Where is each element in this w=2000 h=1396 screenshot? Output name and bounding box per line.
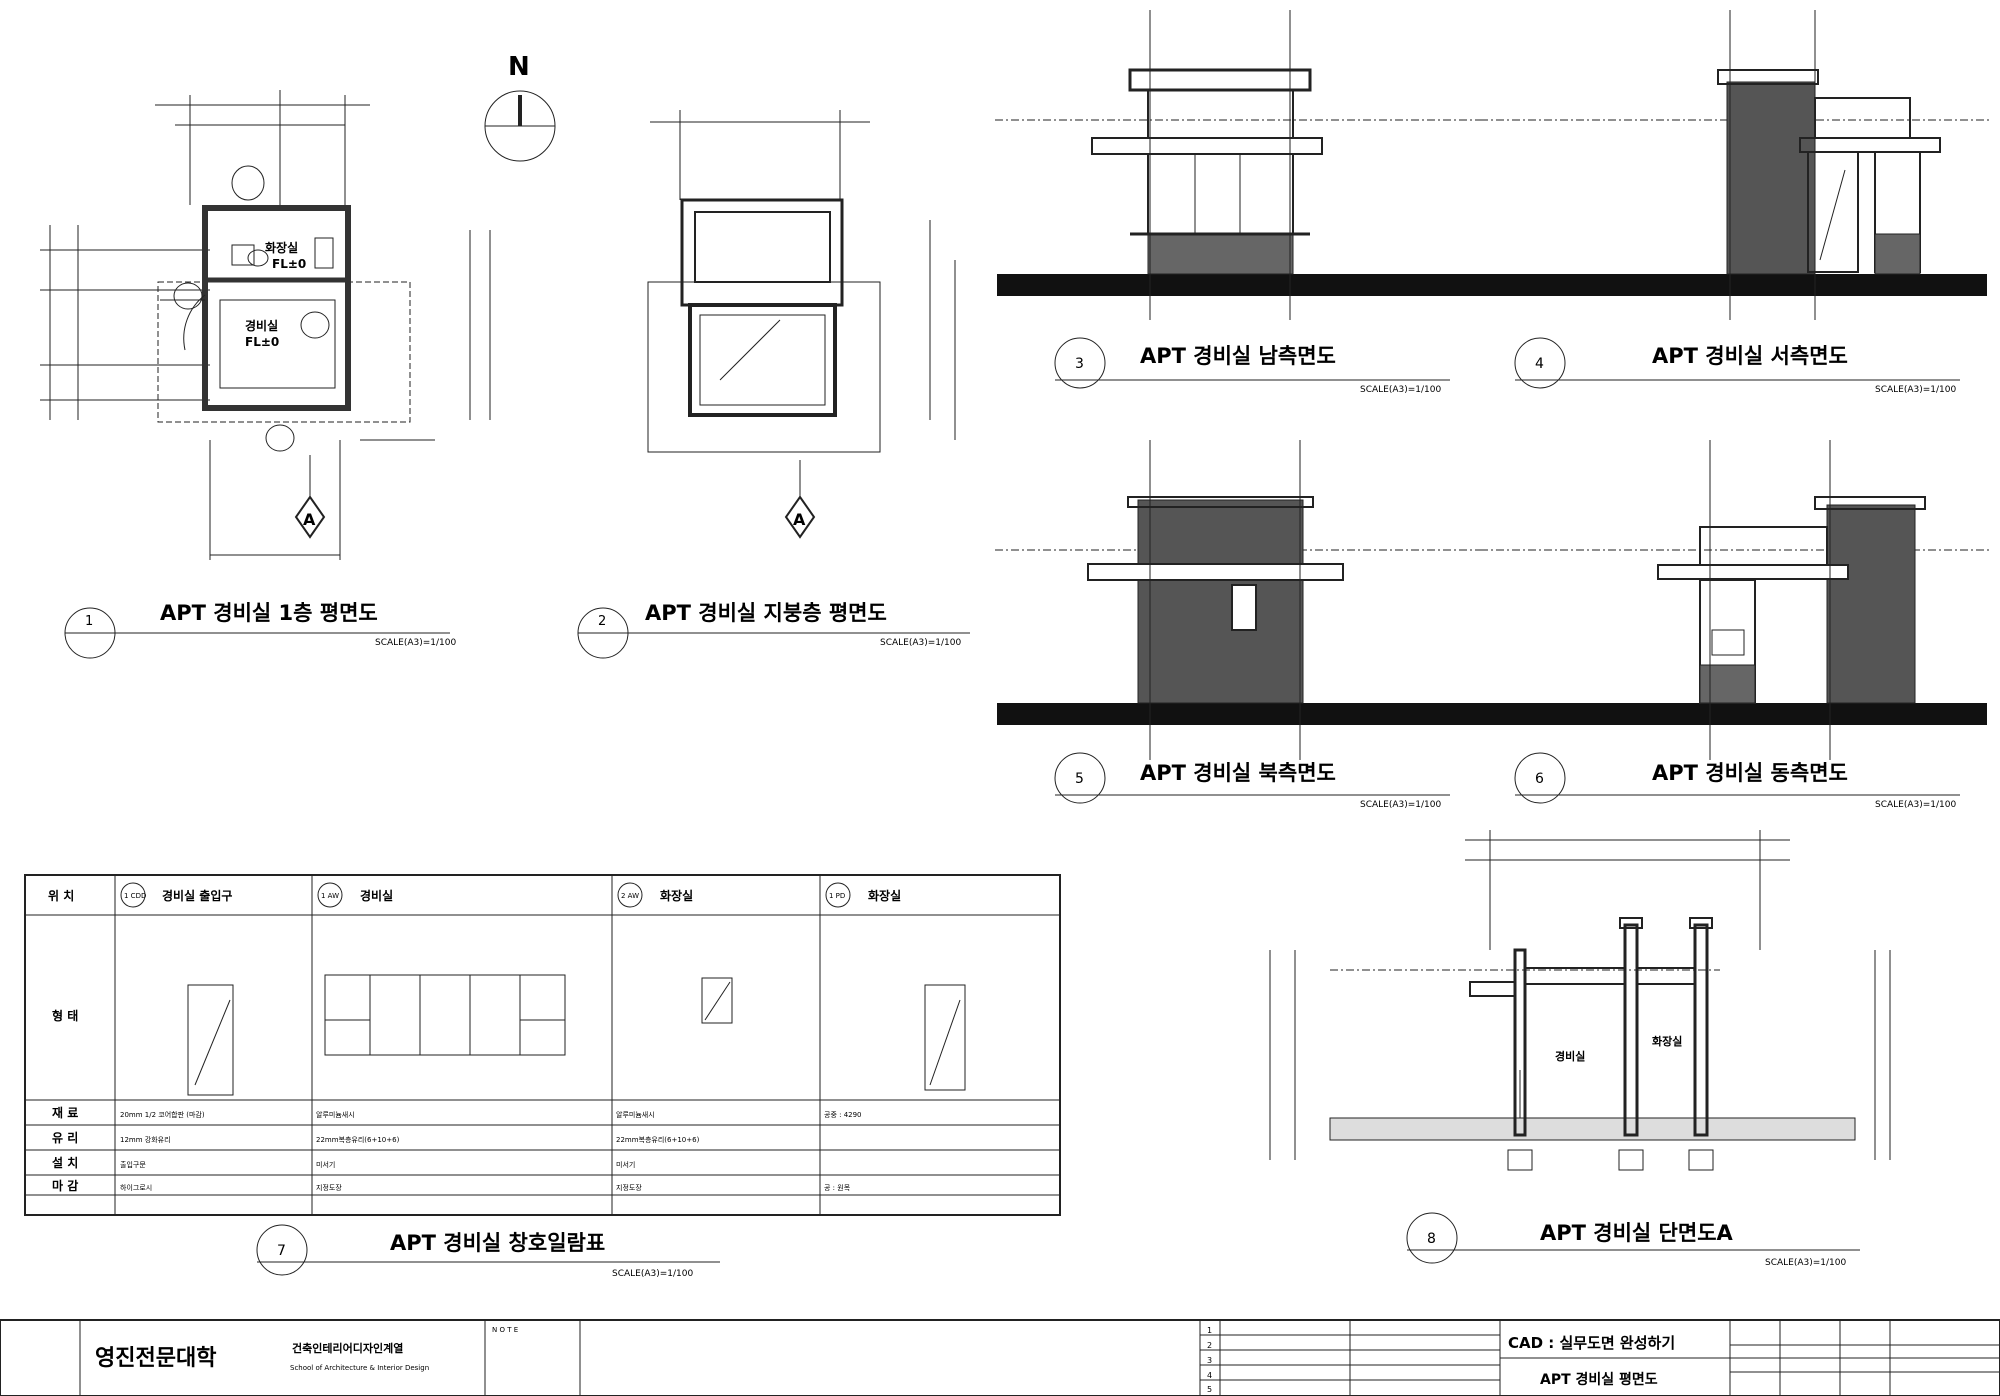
schedule-col1-finish: 하이그로시 xyxy=(120,1183,152,1192)
department-name-en: School of Architecture & Interior Design xyxy=(290,1364,429,1372)
schedule-col4-finish: 공 : 원목 xyxy=(824,1183,851,1192)
drawing-4-scale: SCALE(A3)=1/100 xyxy=(1875,385,1957,395)
drawing-1-number: 1 xyxy=(85,614,93,629)
department-name: 건축인테리어디자인계열 xyxy=(292,1341,403,1355)
drawing-2-scale: SCALE(A3)=1/100 xyxy=(880,638,962,648)
toilet-label: 화장실 xyxy=(265,240,298,255)
schedule-col1-material: 20mm 1/2 코어합판 (마감) xyxy=(120,1110,205,1119)
drawing-5-title: APT 경비실 북측면도 xyxy=(1140,761,1336,785)
drawing-name: APT 경비실 평면도 xyxy=(1540,1371,1658,1388)
schedule-col1-name: 경비실 출입구 xyxy=(162,888,232,903)
drawing-6-number: 6 xyxy=(1535,771,1544,787)
window-door-schedule xyxy=(24,874,1061,1216)
schedule-col2-name: 경비실 xyxy=(360,888,393,903)
drawing-8-title: APT 경비실 단면도A xyxy=(1540,1221,1734,1245)
section-marker-2-label: A xyxy=(793,510,806,529)
floor-plan xyxy=(40,90,491,560)
section-guard-label: 경비실 xyxy=(1555,1049,1585,1063)
drawing-6-number-circle xyxy=(1514,752,1566,804)
section-marker-1-label: A xyxy=(303,510,316,529)
drawing-7-number-circle xyxy=(256,1224,308,1276)
schedule-col4-tag: 1 PD xyxy=(829,892,845,900)
drawing-7-scale: SCALE(A3)=1/100 xyxy=(612,1269,694,1279)
drawing-6-scale: SCALE(A3)=1/100 xyxy=(1875,800,1957,810)
schedule-col1-tag: 1 CDD xyxy=(124,892,146,900)
schedule-col2-install: 미서기 xyxy=(316,1160,335,1169)
section-marker-2 xyxy=(784,495,816,539)
schedule-row-install: 설 치 xyxy=(52,1155,78,1170)
schedule-col3-install: 미서기 xyxy=(616,1160,635,1169)
note-label: N O T E xyxy=(492,1326,518,1334)
schedule-col4-material: 공중 : 4290 xyxy=(824,1111,862,1119)
rev-row-3: 3 xyxy=(1207,1356,1212,1365)
south-elevation xyxy=(995,10,1987,320)
roof-plan xyxy=(647,110,956,530)
schedule-col3-name: 화장실 xyxy=(660,888,693,903)
schedule-col2-glass: 22mm복층유리(6+10+6) xyxy=(316,1135,400,1144)
drawing-3-number: 3 xyxy=(1075,356,1084,372)
drawing-4-number: 4 xyxy=(1535,356,1544,372)
schedule-col2-material: 알루미늄새시 xyxy=(316,1110,355,1119)
drawing-5-scale: SCALE(A3)=1/100 xyxy=(1360,800,1442,810)
section-toilet-label: 화장실 xyxy=(1652,1034,1682,1048)
schedule-col1-install: 출입구문 xyxy=(120,1160,146,1169)
drawing-8-number-circle xyxy=(1406,1212,1458,1264)
drawing-2-number: 2 xyxy=(598,614,606,629)
toilet-level: FL±0 xyxy=(272,257,306,271)
drawing-4-title: APT 경비실 서측면도 xyxy=(1652,344,1848,368)
rev-row-5: 5 xyxy=(1207,1385,1212,1394)
rev-row-4: 4 xyxy=(1207,1371,1212,1380)
drawing-3-scale: SCALE(A3)=1/100 xyxy=(1360,385,1442,395)
schedule-col3-finish: 지정도장 xyxy=(616,1183,642,1192)
north-elevation xyxy=(995,440,1987,760)
schedule-row-glass: 유 리 xyxy=(52,1130,78,1145)
drawing-8-scale: SCALE(A3)=1/100 xyxy=(1765,1258,1847,1268)
drawing-5-number: 5 xyxy=(1075,771,1084,787)
drawing-3-number-circle xyxy=(1054,337,1106,389)
guard-label: 경비실 xyxy=(245,318,278,333)
schedule-col2-tag: 1 AW xyxy=(321,892,339,900)
drawing-3-title: APT 경비실 남측면도 xyxy=(1140,344,1336,368)
subject-title: CAD : 실무도면 완성하기 xyxy=(1508,1334,1675,1352)
schedule-col1-glass: 12mm 강화유리 xyxy=(120,1135,171,1144)
north-arrow-icon xyxy=(484,90,556,162)
title-block xyxy=(0,1319,2000,1396)
guard-level: FL±0 xyxy=(245,335,279,349)
schedule-col3-tag: 2 AW xyxy=(621,892,639,900)
drawing-1-title: APT 경비실 1층 평면도 xyxy=(160,601,378,625)
east-elevation xyxy=(1480,440,1990,760)
schedule-col4-name: 화장실 xyxy=(868,888,901,903)
drawing-5-number-circle xyxy=(1054,752,1106,804)
schedule-col3-material: 알루미늄새시 xyxy=(616,1110,655,1119)
rev-row-2: 2 xyxy=(1207,1341,1212,1350)
drawing-8-number: 8 xyxy=(1427,1231,1436,1247)
schedule-row-form: 형 태 xyxy=(52,1008,78,1023)
drawing-1-scale: SCALE(A3)=1/100 xyxy=(375,638,457,648)
schedule-row-material: 재 료 xyxy=(52,1106,78,1120)
drawing-6-title: APT 경비실 동측면도 xyxy=(1652,761,1848,785)
west-elevation xyxy=(1480,10,1990,320)
section-a xyxy=(1269,830,1891,1171)
drawing-7-number: 7 xyxy=(277,1243,286,1259)
schedule-col2-finish: 지정도장 xyxy=(316,1183,342,1192)
north-label: N xyxy=(508,52,530,82)
drawing-2-title: APT 경비실 지붕층 평면도 xyxy=(645,601,887,625)
drawing-4-number-circle xyxy=(1514,337,1566,389)
section-marker-1 xyxy=(294,495,326,539)
school-name: 영진전문대학 xyxy=(95,1346,216,1371)
drawing-7-title: APT 경비실 창호일람표 xyxy=(390,1231,605,1255)
schedule-header-label: 위 치 xyxy=(48,888,74,903)
schedule-col3-glass: 22mm복층유리(6+10+6) xyxy=(616,1135,700,1144)
rev-row-1: 1 xyxy=(1207,1326,1212,1335)
schedule-row-finish: 마 감 xyxy=(52,1178,78,1193)
